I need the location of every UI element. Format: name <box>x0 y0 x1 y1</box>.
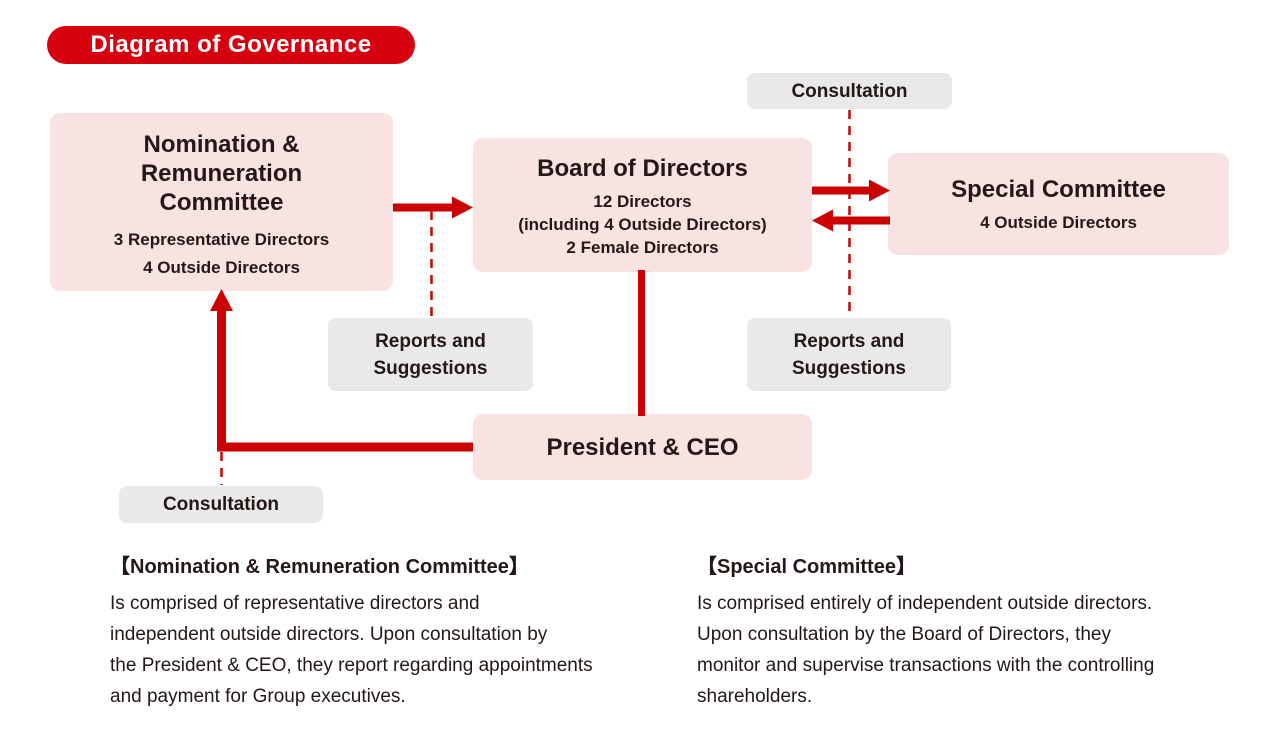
consultation-label-top: Consultation <box>747 73 952 109</box>
arrow-nomination-to-board <box>393 196 473 219</box>
nomination-committee-description: 【Nomination & Remuneration Committee】 Is… <box>110 553 625 712</box>
arrow-special-to-board <box>812 209 890 232</box>
special-description-heading: 【Special Committee】 <box>697 556 916 578</box>
nomination-committee-title: Nomination & Remuneration Committee <box>140 131 303 216</box>
board-of-directors-title: Board of Directors <box>537 155 748 182</box>
president-ceo-title: President & CEO <box>546 433 739 461</box>
page-title: Diagram of Governance <box>47 26 415 64</box>
special-committee-details: 4 Outside Directors <box>980 213 1137 232</box>
arrow-board-to-special <box>812 179 890 202</box>
reports-suggestions-label-right-text: Reports and Suggestions <box>791 330 906 379</box>
consultation-label-bottom-text: Consultation <box>162 494 280 515</box>
president-ceo-box: President & CEO <box>473 414 812 480</box>
consultation-label-bottom: Consultation <box>119 486 323 523</box>
reports-suggestions-label-left: Reports and Suggestions <box>328 318 533 391</box>
reports-suggestions-label-left-text: Reports and Suggestions <box>373 330 488 379</box>
special-description-body: Is comprised entirely of independent out… <box>697 593 1155 707</box>
reports-suggestions-label-right: Reports and Suggestions <box>747 318 951 391</box>
special-committee-box: Special Committee 4 Outside Directors <box>888 153 1229 255</box>
nomination-description-body: Is comprised of representative directors… <box>110 593 593 707</box>
nomination-description-heading: 【Nomination & Remuneration Committee】 <box>110 556 529 578</box>
nomination-committee-details: 3 Representative Directors 4 Outside Dir… <box>113 230 330 277</box>
board-of-directors-details: 12 Directors (including 4 Outside Direct… <box>518 192 767 257</box>
board-of-directors-box: Board of Directors 12 Directors (includi… <box>473 138 812 272</box>
page-title-label: Diagram of Governance <box>90 31 372 58</box>
consultation-label-top-text: Consultation <box>791 80 908 102</box>
special-committee-description: 【Special Committee】 Is comprised entirel… <box>697 553 1212 712</box>
special-committee-title: Special Committee <box>951 176 1166 203</box>
nomination-committee-box: Nomination & Remuneration Committee 3 Re… <box>50 113 393 291</box>
